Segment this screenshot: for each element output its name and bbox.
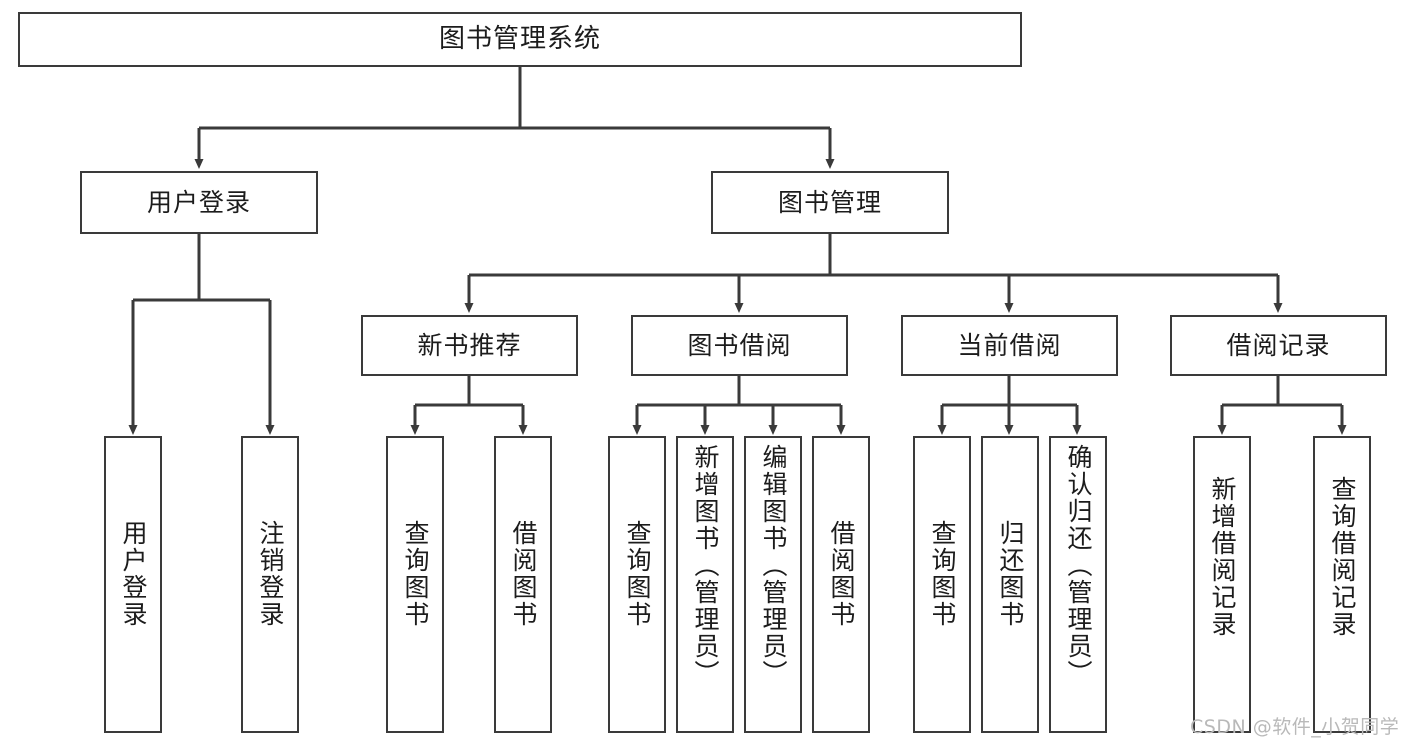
leaf-borrow-borrow-book[interactable]: 借阅图书 bbox=[812, 436, 870, 733]
leaf-user-login-logout[interactable]: 注销登录 bbox=[241, 436, 299, 733]
node-new-book-recommend[interactable]: 新书推荐 bbox=[361, 315, 578, 376]
leaf-current-query-book-label: 查询图书 bbox=[928, 520, 957, 628]
leaf-record-add-record-label: 新增借阅记录 bbox=[1208, 476, 1237, 638]
leaf-record-query-record-label: 查询借阅记录 bbox=[1328, 476, 1357, 638]
node-root[interactable]: 图书管理系统 bbox=[18, 12, 1022, 67]
leaf-user-login-login[interactable]: 用户登录 bbox=[104, 436, 162, 733]
node-book-management[interactable]: 图书管理 bbox=[711, 171, 949, 234]
node-borrow-record-label: 借阅记录 bbox=[1226, 330, 1331, 360]
leaf-recommend-borrow-book-label: 借阅图书 bbox=[509, 520, 538, 628]
leaf-borrow-edit-book-admin-label: 编辑图书（管理员） bbox=[759, 444, 788, 687]
watermark-text: CSDN @软件_小贺同学 bbox=[1190, 716, 1400, 738]
leaf-recommend-query-book[interactable]: 查询图书 bbox=[386, 436, 444, 733]
node-borrow-record[interactable]: 借阅记录 bbox=[1170, 315, 1387, 376]
leaf-borrow-query-book-label: 查询图书 bbox=[623, 520, 652, 628]
leaf-user-login-logout-label: 注销登录 bbox=[256, 520, 285, 628]
node-new-book-recommend-label: 新书推荐 bbox=[417, 330, 522, 360]
leaf-recommend-query-book-label: 查询图书 bbox=[401, 520, 430, 628]
leaf-borrow-add-book-admin[interactable]: 新增图书（管理员） bbox=[676, 436, 734, 733]
leaf-record-query-record[interactable]: 查询借阅记录 bbox=[1313, 436, 1371, 733]
leaf-borrow-add-book-admin-label: 新增图书（管理员） bbox=[691, 444, 720, 687]
leaf-recommend-borrow-book[interactable]: 借阅图书 bbox=[494, 436, 552, 733]
node-book-borrow[interactable]: 图书借阅 bbox=[631, 315, 848, 376]
leaf-current-return-book[interactable]: 归还图书 bbox=[981, 436, 1039, 733]
node-user-login[interactable]: 用户登录 bbox=[80, 171, 318, 234]
node-book-borrow-label: 图书借阅 bbox=[687, 330, 792, 360]
node-user-login-label: 用户登录 bbox=[146, 187, 251, 217]
leaf-borrow-edit-book-admin[interactable]: 编辑图书（管理员） bbox=[744, 436, 802, 733]
node-current-borrow[interactable]: 当前借阅 bbox=[901, 315, 1118, 376]
node-current-borrow-label: 当前借阅 bbox=[957, 330, 1062, 360]
leaf-current-return-book-label: 归还图书 bbox=[996, 520, 1025, 628]
leaf-record-add-record[interactable]: 新增借阅记录 bbox=[1193, 436, 1251, 733]
node-book-management-label: 图书管理 bbox=[777, 187, 882, 217]
leaf-borrow-borrow-book-label: 借阅图书 bbox=[827, 520, 856, 628]
leaf-current-query-book[interactable]: 查询图书 bbox=[913, 436, 971, 733]
leaf-current-confirm-return-admin-label: 确认归还（管理员） bbox=[1064, 444, 1093, 687]
leaf-user-login-login-label: 用户登录 bbox=[119, 520, 148, 628]
node-root-label: 图书管理系统 bbox=[438, 24, 601, 55]
leaf-borrow-query-book[interactable]: 查询图书 bbox=[608, 436, 666, 733]
leaf-current-confirm-return-admin[interactable]: 确认归还（管理员） bbox=[1049, 436, 1107, 733]
